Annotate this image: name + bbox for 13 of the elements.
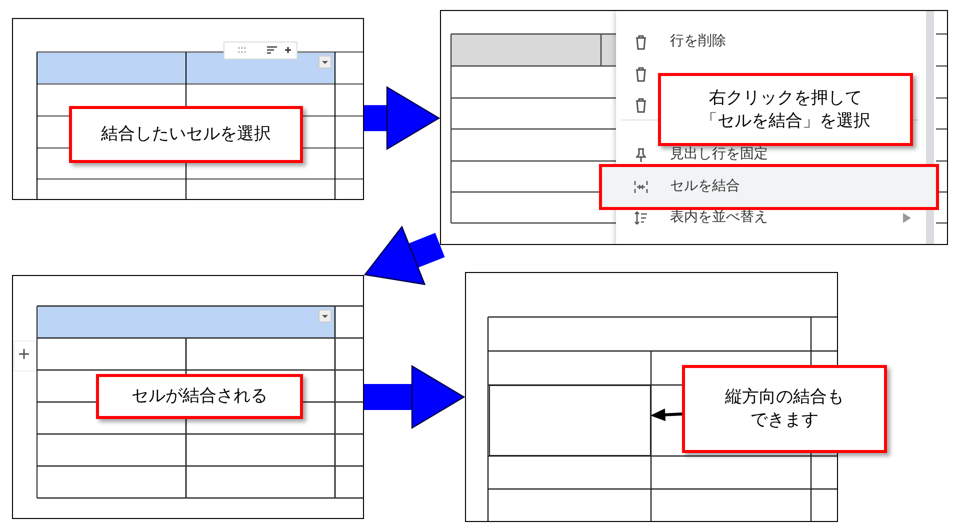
callout-text: セルが結合される	[132, 385, 268, 408]
block-arrow	[364, 86, 440, 150]
menu-item-label: 行を削除	[670, 32, 726, 50]
menu-item-label: セルを結合	[670, 177, 740, 195]
merged-cell	[489, 385, 651, 456]
callout-text: 結合したいセルを選択	[101, 123, 271, 146]
arrow	[650, 408, 682, 422]
menu-item-label: 表内を並べ替え	[670, 208, 768, 226]
callout-text: 縦方向の結合もできます	[725, 386, 844, 432]
block-arrow	[364, 226, 445, 285]
callout-text: 右クリックを押して「セルを結合」を選択	[700, 86, 870, 132]
menu-item-label: 見出し行を固定	[670, 145, 768, 163]
block-arrow	[364, 365, 465, 429]
